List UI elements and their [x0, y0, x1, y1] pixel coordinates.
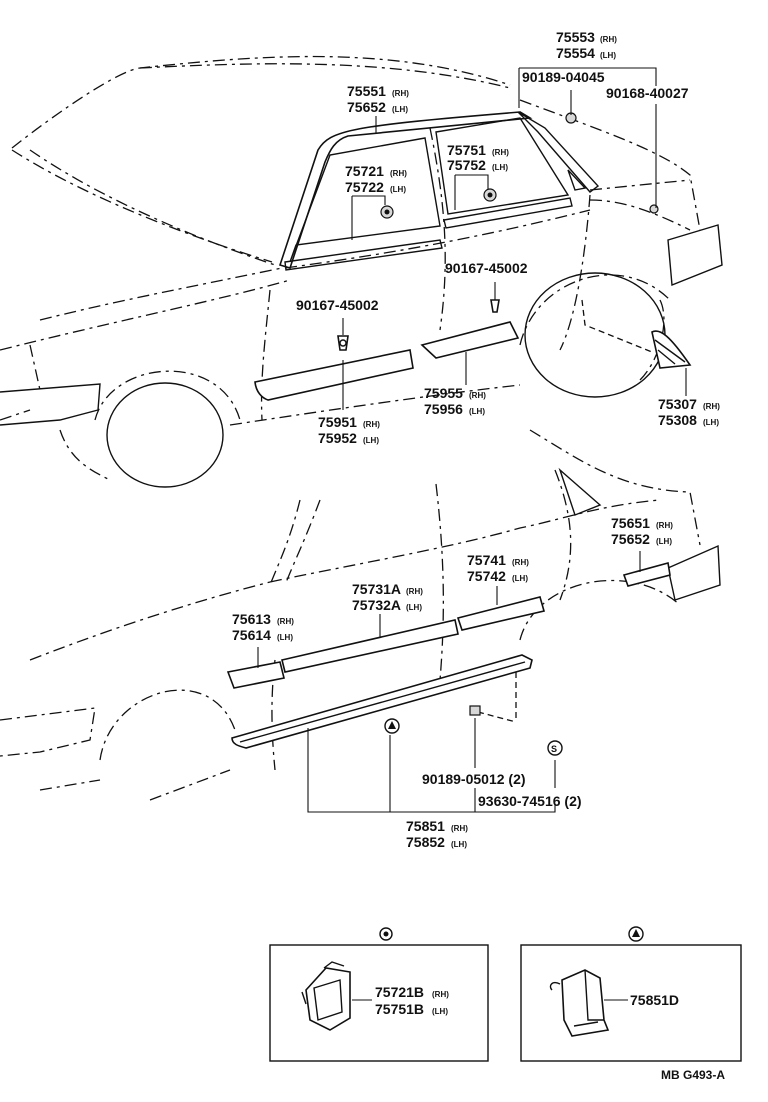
lower-leader-lines [257, 551, 641, 813]
label-75851: 75851 [406, 818, 445, 834]
label-75751B: 75751B [375, 1001, 424, 1017]
triangle-symbol-icon [384, 718, 400, 734]
upper-fasteners [337, 112, 659, 351]
label-90189-04045: 90189-04045 [522, 69, 605, 85]
screw-icon [337, 335, 349, 351]
upper-sill-moldings [254, 321, 692, 401]
label-75551: 75551 [347, 83, 386, 99]
svg-text:(LH): (LH) [469, 407, 485, 416]
lower-moldings [226, 561, 671, 749]
svg-text:(RH): (RH) [390, 169, 407, 178]
label-90167-45002-b: 90167-45002 [445, 260, 528, 276]
bracket-part-icon [549, 969, 610, 1037]
svg-text:(RH): (RH) [392, 89, 409, 98]
svg-text:(RH): (RH) [432, 990, 449, 999]
label-75652: 75652 [611, 531, 650, 547]
label-75956: 75956 [424, 401, 463, 417]
label-75955: 75955 [424, 385, 463, 401]
svg-text:(LH): (LH) [656, 537, 672, 546]
svg-text:(LH): (LH) [600, 51, 616, 60]
label-93630-74516: 93630-74516 (2) [478, 793, 582, 809]
svg-text:(RH): (RH) [512, 558, 529, 567]
label-75752: 75752 [447, 157, 486, 173]
svg-text:(RH): (RH) [469, 391, 486, 400]
label-75651: 75651 [611, 515, 650, 531]
svg-text:(LH): (LH) [392, 105, 408, 114]
diagram-code: MB G493-A [661, 1068, 725, 1082]
lower-symbols: S [384, 718, 563, 756]
detail-box-bracket: 75851D [520, 926, 742, 1062]
lower-labels: 75651 (RH) 75652 (LH) 75741 (RH) 75742 (… [232, 515, 673, 850]
label-75751: 75751 [447, 142, 486, 158]
svg-text:(LH): (LH) [406, 603, 422, 612]
lower-car-body [0, 429, 721, 801]
detail-frame [520, 944, 742, 1062]
svg-text:(RH): (RH) [406, 587, 423, 596]
svg-text:(LH): (LH) [363, 436, 379, 445]
detail-box-clip: 75721B (RH) 75751B (LH) [269, 927, 489, 1062]
svg-text:(LH): (LH) [703, 418, 719, 427]
svg-text:(RH): (RH) [656, 521, 673, 530]
upper-labels: 75553 (RH) 75554 (LH) 90189-04045 90168-… [296, 29, 720, 446]
svg-text:(LH): (LH) [512, 574, 528, 583]
svg-text:(RH): (RH) [363, 420, 380, 429]
label-75553: 75553 [556, 29, 595, 45]
label-75951: 75951 [318, 414, 357, 430]
label-90189-05012: 90189-05012 (2) [422, 771, 526, 787]
triangle-symbol-icon [628, 926, 644, 942]
label-75721B: 75721B [375, 984, 424, 1000]
label-75652-upper: 75652 [347, 99, 386, 115]
clip-icon [649, 204, 659, 214]
upper-leader-lines [342, 67, 687, 410]
svg-text:(RH): (RH) [277, 617, 294, 626]
label-75613: 75613 [232, 611, 271, 627]
upper-car-body [0, 55, 723, 488]
label-75721: 75721 [345, 163, 384, 179]
svg-text:S: S [551, 744, 557, 754]
label-75722: 75722 [345, 179, 384, 195]
label-90167-45002-a: 90167-45002 [296, 297, 379, 313]
svg-text:(LH): (LH) [432, 1007, 448, 1016]
label-75554: 75554 [556, 45, 595, 61]
svg-text:(LH): (LH) [277, 633, 293, 642]
svg-text:(LH): (LH) [492, 163, 508, 172]
label-75732A: 75732A [352, 597, 401, 613]
svg-text:(LH): (LH) [390, 185, 406, 194]
svg-text:(RH): (RH) [703, 402, 720, 411]
clip-part-icon [301, 961, 351, 1031]
upper-windows [278, 111, 600, 271]
label-75742: 75742 [467, 568, 506, 584]
detail-frame [269, 944, 489, 1062]
label-75952: 75952 [318, 430, 357, 446]
svg-text:(RH): (RH) [492, 148, 509, 157]
screw-icon [490, 299, 500, 313]
svg-text:(RH): (RH) [600, 35, 617, 44]
label-75741: 75741 [467, 552, 506, 568]
label-75852: 75852 [406, 834, 445, 850]
label-90168-40027: 90168-40027 [606, 85, 689, 101]
label-75614: 75614 [232, 627, 271, 643]
clip-icon [469, 705, 481, 716]
label-75851D: 75851D [630, 992, 679, 1008]
label-75731A: 75731A [352, 581, 401, 597]
s-symbol-icon [547, 740, 563, 756]
label-75308: 75308 [658, 412, 697, 428]
svg-text:(RH): (RH) [451, 824, 468, 833]
circle-dot-symbol-icon [379, 927, 393, 941]
svg-text:(LH): (LH) [451, 840, 467, 849]
label-75307: 75307 [658, 396, 697, 412]
